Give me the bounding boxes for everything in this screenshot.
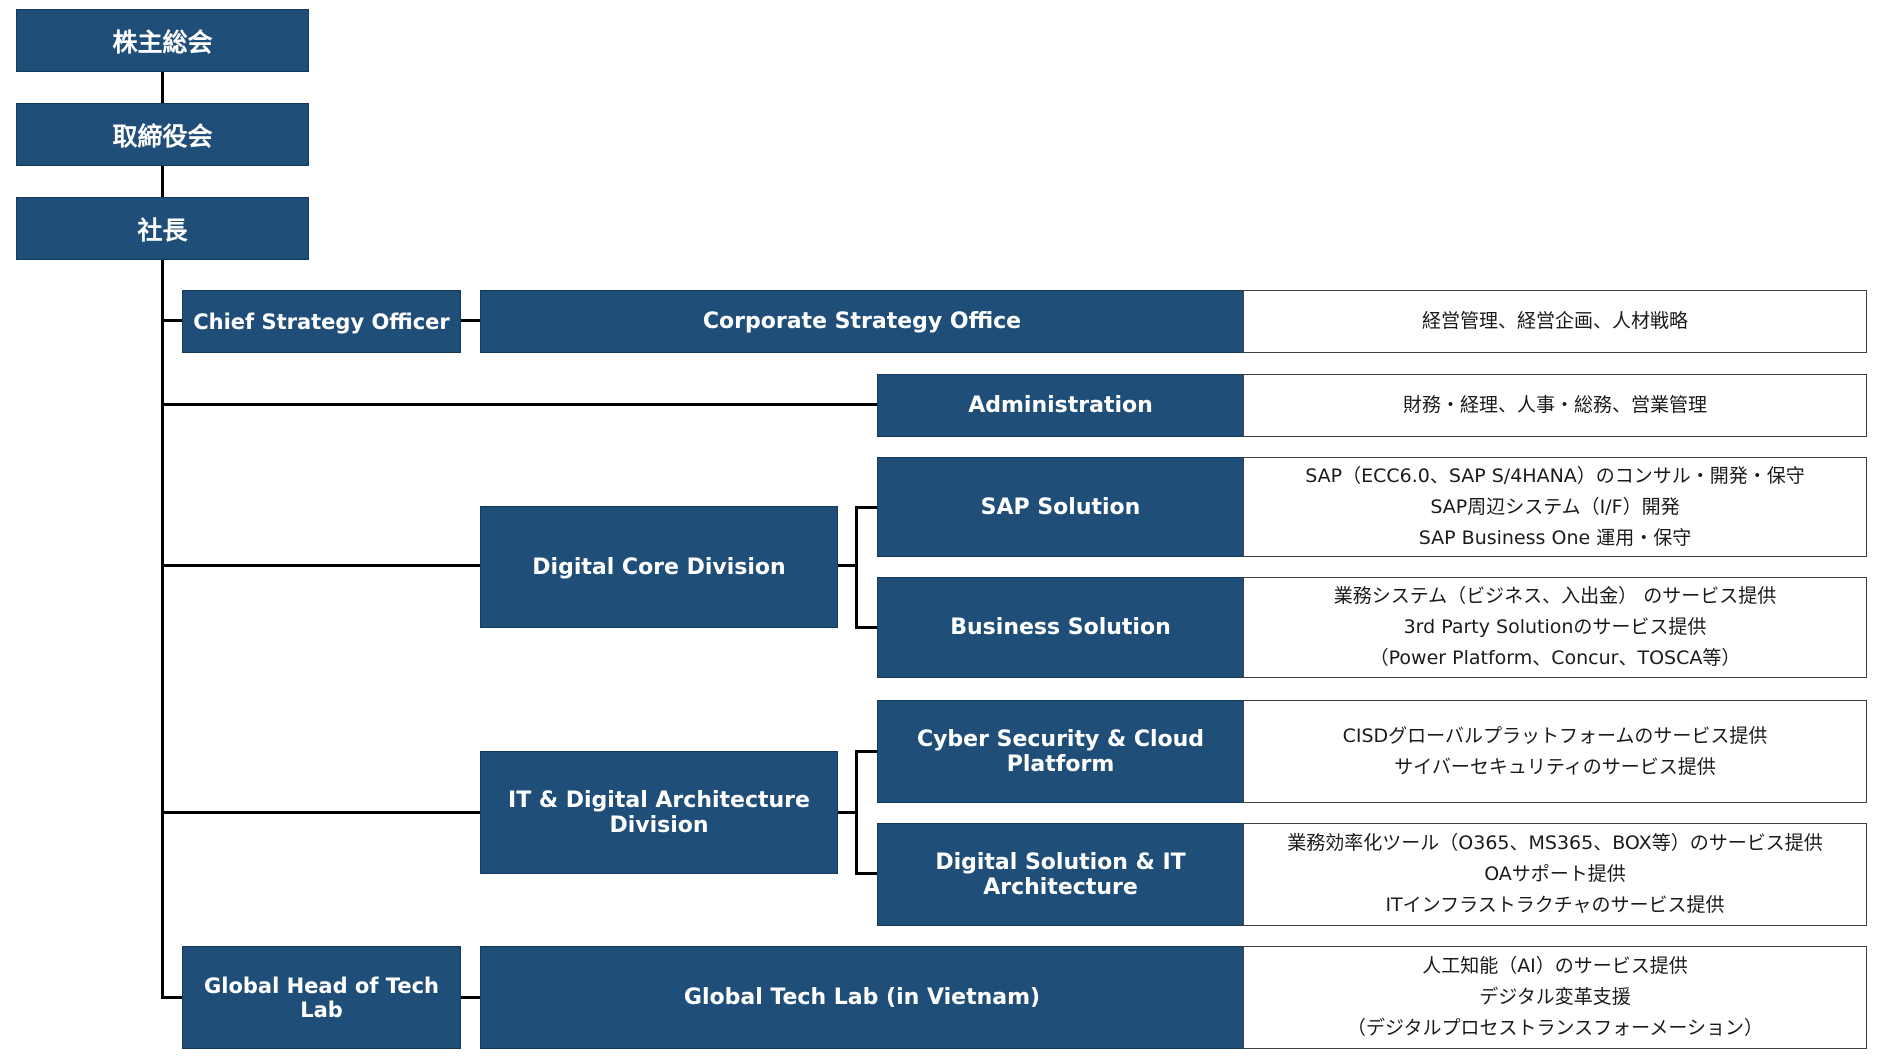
chief-strategy-officer-box: Chief Strategy Officer [182, 290, 461, 353]
business-solution-desc: 業務システム（ビジネス、入出金） のサービス提供 3rd Party Solut… [1243, 577, 1867, 678]
connector-it-arch-stub [837, 811, 857, 814]
sap-solution-desc: SAP（ECC6.0、SAP S/4HANA）のコンサル・開発・保守 SAP周辺… [1243, 457, 1867, 557]
cyber-security-cloud-desc: CISDグローバルプラットフォームのサービス提供 サイバーセキュリティのサービス… [1243, 700, 1867, 803]
digital-solution-it-arch-box: Digital Solution & IT Architecture [877, 823, 1244, 926]
desc-line: SAP周辺システム（I/F）開発 [1430, 495, 1680, 518]
corporate-strategy-office-box: Corporate Strategy Office [480, 290, 1244, 353]
desc-line: 業務システム（ビジネス、入出金） のサービス提供 [1333, 585, 1777, 607]
connector-main-trunk [161, 259, 164, 998]
connector-to-digital-solution [855, 872, 879, 875]
connector-to-cso [161, 319, 183, 322]
desc-line: 財務・経理、人事・総務、営業管理 [1402, 394, 1707, 416]
board-of-directors-box: 取締役会 [16, 103, 309, 166]
desc-line: 人工知能（AI）のサービス提供 [1422, 955, 1688, 977]
connector-shareholders-board [161, 71, 164, 103]
global-tech-lab-desc: 人工知能（AI）のサービス提供 デジタル変革支援 （デジタルプロセストランスフォ… [1243, 946, 1867, 1049]
connector-digital-core-stub [837, 564, 857, 567]
shareholders-meeting-box: 株主総会 [16, 9, 309, 72]
desc-line: 業務効率化ツール（O365、MS365、BOX等）のサービス提供 [1287, 832, 1823, 854]
connector-board-president [161, 165, 164, 197]
connector-cso-strategy [460, 319, 481, 322]
connector-to-digital-core [161, 564, 481, 567]
connector-to-tech-lab-head [161, 996, 183, 999]
connector-digital-core-bracket [855, 506, 858, 629]
desc-line: SAP（ECC6.0、SAP S/4HANA）のコンサル・開発・保守 [1305, 464, 1805, 487]
connector-to-it-arch [161, 811, 481, 814]
digital-solution-it-arch-desc: 業務効率化ツール（O365、MS365、BOX等）のサービス提供 OAサポート提… [1243, 823, 1867, 926]
corporate-strategy-desc: 経営管理、経営企画、人材戦略 [1243, 290, 1867, 353]
connector-to-business [855, 626, 879, 629]
administration-desc: 財務・経理、人事・総務、営業管理 [1243, 374, 1867, 437]
desc-line: デジタル変革支援 [1479, 986, 1631, 1008]
business-solution-box: Business Solution [877, 577, 1244, 678]
connector-to-administration [161, 403, 879, 406]
desc-line: 3rd Party Solutionのサービス提供 [1403, 616, 1707, 638]
global-head-tech-lab-box: Global Head of Tech Lab [182, 946, 461, 1049]
connector-to-cyber [855, 750, 879, 753]
desc-line: サイバーセキュリティのサービス提供 [1394, 755, 1716, 778]
desc-line: 経営管理、経営企画、人材戦略 [1421, 310, 1688, 332]
desc-line: SAP Business One 運用・保守 [1418, 526, 1692, 549]
global-tech-lab-box: Global Tech Lab (in Vietnam) [480, 946, 1244, 1049]
connector-to-sap [855, 506, 879, 509]
sap-solution-box: SAP Solution [877, 457, 1244, 557]
digital-core-division-box: Digital Core Division [480, 506, 838, 628]
desc-line: （デジタルプロセストランスフォーメーション） [1346, 1017, 1764, 1039]
it-digital-architecture-division-box: IT & Digital Architecture Division [480, 751, 838, 874]
connector-tech-lab [460, 996, 481, 999]
desc-line: CISDグローバルプラットフォームのサービス提供 [1342, 724, 1768, 747]
desc-line: ITインフラストラクチャのサービス提供 [1385, 894, 1725, 916]
administration-box: Administration [877, 374, 1244, 437]
desc-line: （Power Platform、Concur、TOSCA等） [1369, 647, 1741, 669]
president-box: 社長 [16, 197, 309, 260]
desc-line: OAサポート提供 [1484, 863, 1626, 885]
cyber-security-cloud-box: Cyber Security & Cloud Platform [877, 700, 1244, 803]
connector-it-arch-bracket [855, 750, 858, 875]
